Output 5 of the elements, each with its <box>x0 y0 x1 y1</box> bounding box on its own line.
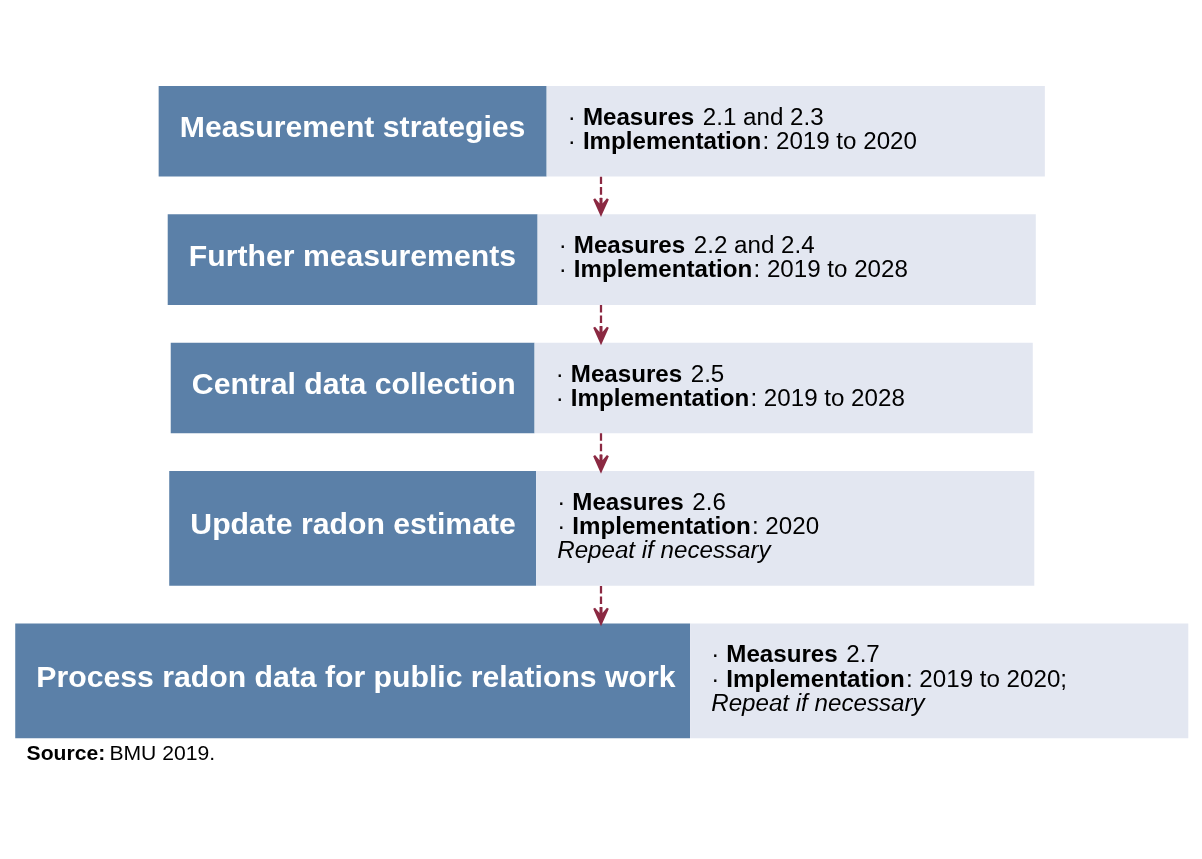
arrow <box>593 433 609 472</box>
arrow <box>593 586 609 625</box>
caption: Source: BMU 2019. <box>26 740 216 764</box>
arrow <box>593 176 609 216</box>
arrow <box>593 305 609 344</box>
